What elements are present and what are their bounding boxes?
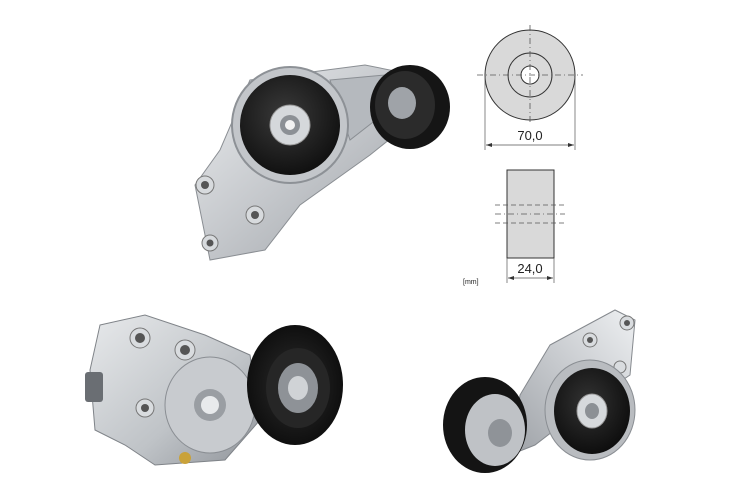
width-dimension-label: 24,0 bbox=[517, 261, 542, 276]
tensioner-photo-bottom-right bbox=[443, 309, 636, 473]
pulley-side-view-drawing: 24,0 [mm] bbox=[463, 169, 565, 286]
tensioner-photo-top bbox=[194, 64, 450, 261]
pulley-front-view-drawing: 70,0 bbox=[477, 25, 583, 150]
unit-label: [mm] bbox=[463, 279, 479, 286]
diameter-dimension-label: 70,0 bbox=[517, 128, 542, 143]
tensioner-photo-bottom-left bbox=[85, 314, 343, 466]
